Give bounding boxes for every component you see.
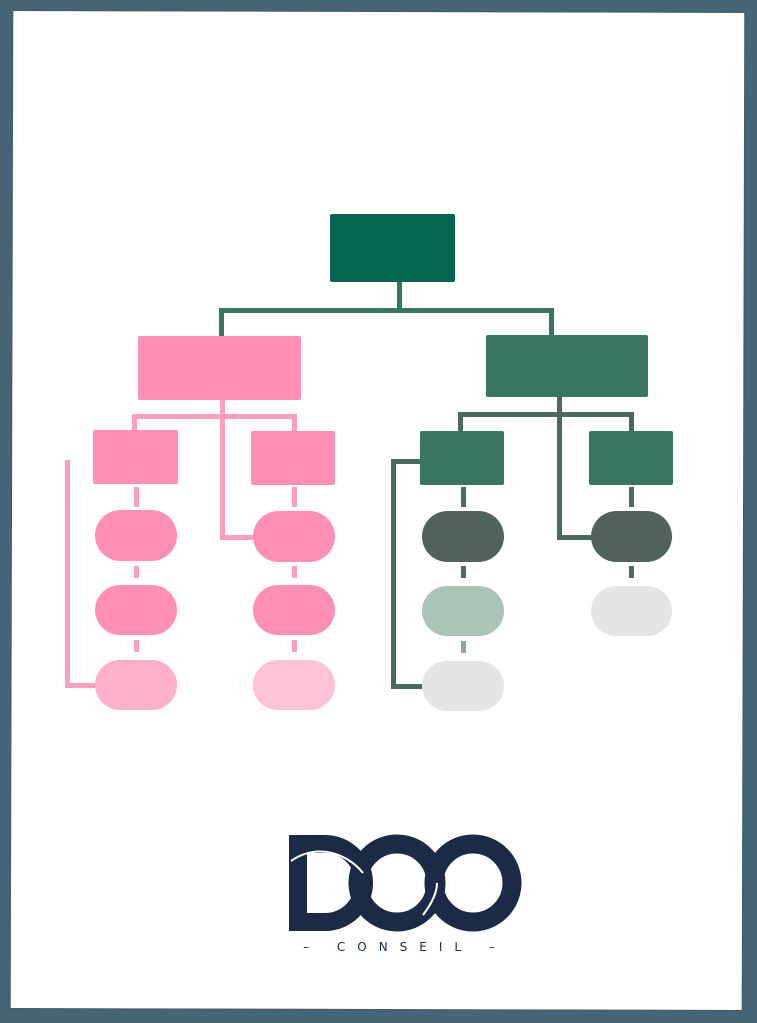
pink-child-node-left (93, 430, 178, 484)
green-left-link-2 (461, 566, 466, 578)
pink-left-link-2 (134, 566, 139, 578)
green-child-node-right (589, 431, 673, 485)
green-leaf-left-2 (422, 586, 504, 636)
pink-right-link-3 (292, 640, 297, 652)
green-leaf-right-1 (591, 511, 672, 562)
green-connector-to-pill (557, 535, 593, 540)
pink-right-link-1 (292, 487, 297, 507)
pink-connector-to-pill (220, 535, 255, 540)
green-right-link-2 (629, 566, 634, 578)
green-right-link-1 (629, 487, 634, 507)
pink-connector-vertical (220, 400, 225, 540)
pink-branch-node (138, 336, 301, 400)
green-leaf-left-1 (422, 511, 504, 562)
pink-leaf-left-3 (95, 660, 177, 710)
pink-left-link-1 (134, 487, 139, 507)
green-branch-node (486, 335, 648, 397)
pink-leaf-left-1 (95, 510, 177, 561)
green-left-side-top (391, 459, 421, 464)
green-connector-horizontal (458, 412, 634, 417)
root-connector-right-drop (549, 308, 554, 336)
root-connector-vertical (397, 282, 402, 312)
pink-left-side-line (65, 460, 70, 688)
pink-leaf-right-1 (253, 511, 335, 562)
pink-leaf-left-2 (95, 585, 177, 635)
pink-leaf-right-2 (253, 585, 335, 635)
pink-connector-left-drop (132, 414, 137, 431)
green-left-side-foot (391, 684, 424, 689)
green-left-link-1 (461, 487, 466, 507)
pink-connector-horizontal (132, 414, 297, 419)
green-connector-left-drop (458, 412, 463, 431)
pink-connector-right-drop (292, 414, 297, 431)
pink-left-link-3 (134, 640, 139, 652)
pink-child-node-right (251, 431, 335, 485)
logo-tagline: – CONSEIL – (303, 940, 507, 954)
green-leaf-right-2 (591, 586, 672, 636)
green-connector-right-drop (629, 412, 634, 431)
doo-logo (289, 834, 522, 932)
pink-right-link-2 (292, 566, 297, 578)
pink-leaf-right-3 (253, 660, 335, 710)
pink-left-side-foot (65, 683, 97, 688)
root-node (330, 214, 455, 282)
root-connector-horizontal (219, 308, 554, 313)
green-left-link-3 (461, 641, 466, 653)
green-child-node-left (420, 431, 504, 485)
root-connector-left-drop (219, 308, 224, 338)
green-connector-vertical (557, 397, 562, 540)
green-left-side-line (391, 459, 396, 689)
green-leaf-left-3 (422, 661, 504, 711)
